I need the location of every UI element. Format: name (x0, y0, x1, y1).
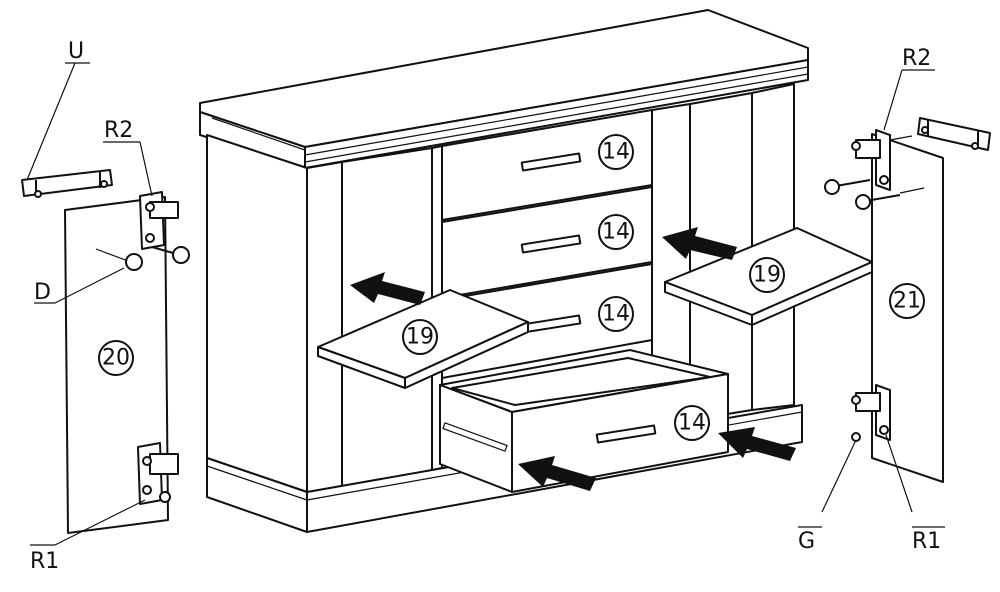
label-d: D (34, 280, 51, 305)
drawer-2: 14 (441, 186, 653, 299)
screw-icon (824, 179, 840, 195)
cabinet-left-side (206, 134, 308, 493)
leader-lines (26, 62, 945, 546)
shelf-left: 19 (317, 289, 529, 389)
part-14-circle-2 (598, 214, 634, 250)
arrow-shelf-left (350, 272, 425, 305)
drawer-1: 14 (441, 109, 653, 221)
hinge-r1-left (137, 442, 179, 505)
hinge-r2-right (851, 129, 891, 191)
screws-right (824, 135, 925, 210)
callout-labels: U R2 D R1 R2 G R1 (30, 39, 941, 574)
handle-u (21, 169, 113, 198)
cabinet-left-stile (306, 161, 343, 493)
label-u: U (68, 39, 84, 64)
part-14-circle-3 (598, 296, 634, 332)
label-r1-left: R1 (30, 549, 59, 574)
label-r2-right: R2 (902, 46, 931, 71)
insertion-arrows (350, 227, 796, 491)
hinge-r2-left (139, 191, 190, 264)
part-21-circle (889, 283, 925, 319)
part-20-circle (98, 340, 134, 376)
label-r2-left: R2 (104, 118, 133, 143)
label-g: G (798, 529, 815, 554)
part-19-label-right: 19 (753, 263, 781, 288)
part-20-label: 20 (102, 346, 130, 371)
arrow-shelf-right (662, 227, 737, 260)
part-19-circle-right (749, 257, 785, 293)
hinge-r1-right (851, 384, 891, 442)
part-19-circle-left (402, 319, 438, 355)
screw-icon (855, 194, 871, 210)
screw-d (95, 248, 143, 271)
handle-right (917, 117, 991, 151)
part-21-label: 21 (893, 289, 921, 314)
drawer-runner (442, 422, 508, 452)
arrow-drawer-right (718, 427, 796, 461)
part-14-label-1: 14 (602, 140, 630, 165)
arrow-drawer-left (518, 456, 596, 491)
part-14-label-4: 14 (678, 411, 706, 436)
door-right: 21 (824, 129, 944, 483)
cabinet-top-side (304, 59, 809, 169)
part-19-label-left: 19 (406, 325, 434, 350)
drawer-4-open: 14 (439, 349, 729, 493)
part-14-circle-4 (674, 405, 710, 441)
part-14-circle-1 (598, 134, 634, 170)
part-14-label-2: 14 (602, 220, 630, 245)
part-14-label-3: 14 (602, 302, 630, 327)
screw-icon (125, 253, 143, 271)
screw-icon (172, 246, 190, 264)
door-left: 20 (64, 191, 190, 534)
label-r1-right: R1 (912, 529, 941, 554)
